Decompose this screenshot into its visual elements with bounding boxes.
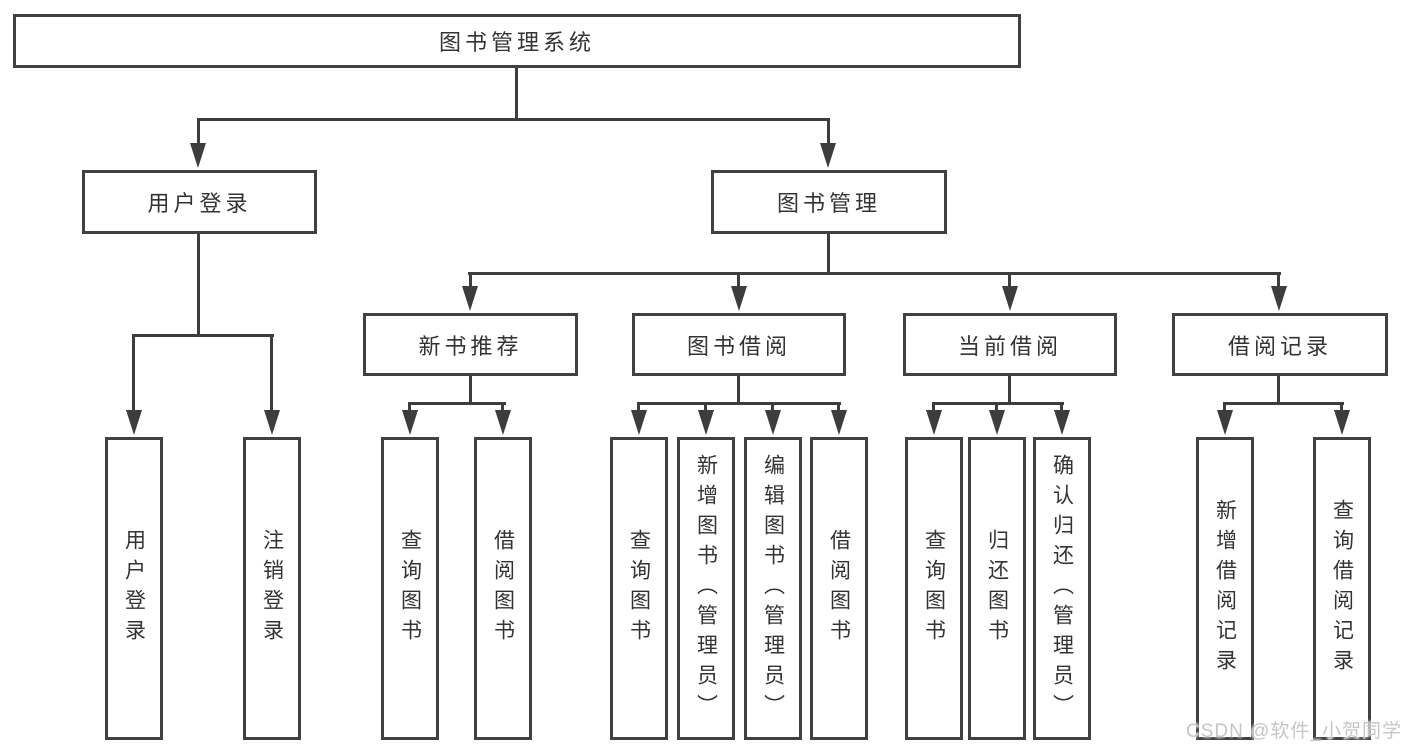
connector-line	[1008, 375, 1011, 405]
connector-line	[1008, 272, 1011, 288]
node-current-borrowing: 当前借阅	[903, 313, 1117, 376]
leaf-query-borrow-record: 查询借阅记录	[1313, 437, 1371, 740]
connector-line	[468, 272, 1281, 275]
arrow-down-icon	[402, 410, 418, 435]
leaf-logout: 注销登录	[243, 437, 301, 740]
connector-line	[270, 334, 273, 412]
node-label: 查询借阅记录	[1330, 498, 1354, 679]
arrow-down-icon	[1002, 286, 1018, 311]
connector-line	[837, 402, 840, 412]
leaf-borrow-books-recommend: 借阅图书	[474, 437, 532, 740]
leaf-add-books-admin: 新增图书（管理员）	[677, 437, 735, 740]
node-new-book-recommend: 新书推荐	[363, 313, 578, 376]
arrow-down-icon	[462, 286, 478, 311]
leaf-query-books-recommend: 查询图书	[381, 437, 439, 740]
watermark: CSDN @软件_小贺同学	[1186, 721, 1402, 742]
connector-line	[1340, 402, 1343, 412]
arrow-down-icon	[820, 143, 836, 168]
connector-line	[469, 272, 472, 288]
connector-line	[827, 233, 830, 275]
connector-line	[1060, 402, 1063, 412]
node-label: 图书管理系统	[438, 30, 595, 55]
connector-line	[932, 402, 1064, 405]
connector-line	[408, 402, 506, 405]
leaf-add-borrow-record: 新增借阅记录	[1196, 437, 1254, 740]
connector-line	[737, 272, 740, 288]
connector-line	[132, 334, 135, 412]
node-label: 新增借阅记录	[1213, 498, 1237, 679]
connector-line	[469, 375, 472, 405]
node-book-management: 图书管理	[711, 170, 947, 234]
leaf-user-login: 用户登录	[105, 437, 163, 740]
arrow-down-icon	[631, 410, 647, 435]
arrow-down-icon	[989, 410, 1005, 435]
connector-line	[197, 233, 200, 336]
node-label: 当前借阅	[957, 333, 1062, 359]
arrow-down-icon	[926, 410, 942, 435]
node-label: 查询图书	[922, 528, 946, 649]
node-label: 图书管理	[776, 191, 881, 216]
arrow-down-icon	[1334, 410, 1350, 435]
node-label: 新书推荐	[418, 333, 523, 359]
arrow-down-icon	[126, 410, 142, 435]
node-user-login: 用户登录	[82, 170, 317, 234]
arrow-down-icon	[1217, 410, 1233, 435]
leaf-borrow-books-borrowing: 借阅图书	[810, 437, 868, 740]
node-label: 用户登录	[147, 191, 252, 216]
arrow-down-icon	[190, 143, 206, 168]
connector-line	[995, 402, 998, 412]
leaf-edit-books-admin: 编辑图书（管理员）	[744, 437, 802, 740]
node-library-management-system: 图书管理系统	[13, 14, 1021, 68]
arrow-down-icon	[831, 410, 847, 435]
node-label: 图书借阅	[686, 333, 791, 359]
leaf-confirm-return-admin: 确认归还（管理员）	[1033, 437, 1091, 740]
node-label: 编辑图书（管理员）	[761, 453, 785, 724]
arrow-down-icon	[264, 410, 280, 435]
node-book-borrowing: 图书借阅	[632, 313, 846, 376]
connector-line	[737, 375, 740, 405]
arrow-down-icon	[495, 410, 511, 435]
connector-line	[132, 334, 274, 337]
connector-line	[932, 402, 935, 412]
node-label: 用户登录	[122, 528, 146, 649]
connector-line	[197, 118, 830, 121]
node-label: 归还图书	[985, 528, 1009, 649]
connector-line	[1277, 375, 1280, 405]
connector-line	[501, 402, 504, 412]
node-label: 借阅图书	[827, 528, 851, 649]
connector-line	[637, 402, 640, 412]
connector-line	[771, 402, 774, 412]
arrow-down-icon	[1271, 286, 1287, 311]
arrow-down-icon	[731, 286, 747, 311]
arrow-down-icon	[765, 410, 781, 435]
node-label: 查询图书	[627, 528, 651, 649]
node-label: 注销登录	[260, 528, 284, 649]
connector-line	[1223, 402, 1344, 405]
connector-line	[704, 402, 707, 412]
connector-line	[1223, 402, 1226, 412]
connector-line	[515, 68, 518, 119]
connector-line	[408, 402, 411, 412]
connector-line	[827, 118, 830, 145]
connector-line	[197, 118, 200, 145]
arrow-down-icon	[1054, 410, 1070, 435]
node-label: 新增图书（管理员）	[694, 453, 718, 724]
leaf-query-books-current: 查询图书	[905, 437, 963, 740]
leaf-return-books: 归还图书	[968, 437, 1026, 740]
node-label: 借阅记录	[1227, 333, 1332, 359]
connector-line	[637, 402, 841, 405]
leaf-query-books-borrowing: 查询图书	[610, 437, 668, 740]
connector-line	[1277, 272, 1280, 288]
arrow-down-icon	[698, 410, 714, 435]
node-label: 查询图书	[398, 528, 422, 649]
node-label: 借阅图书	[491, 528, 515, 649]
node-label: 确认归还（管理员）	[1050, 453, 1074, 724]
node-borrowing-records: 借阅记录	[1172, 313, 1388, 376]
